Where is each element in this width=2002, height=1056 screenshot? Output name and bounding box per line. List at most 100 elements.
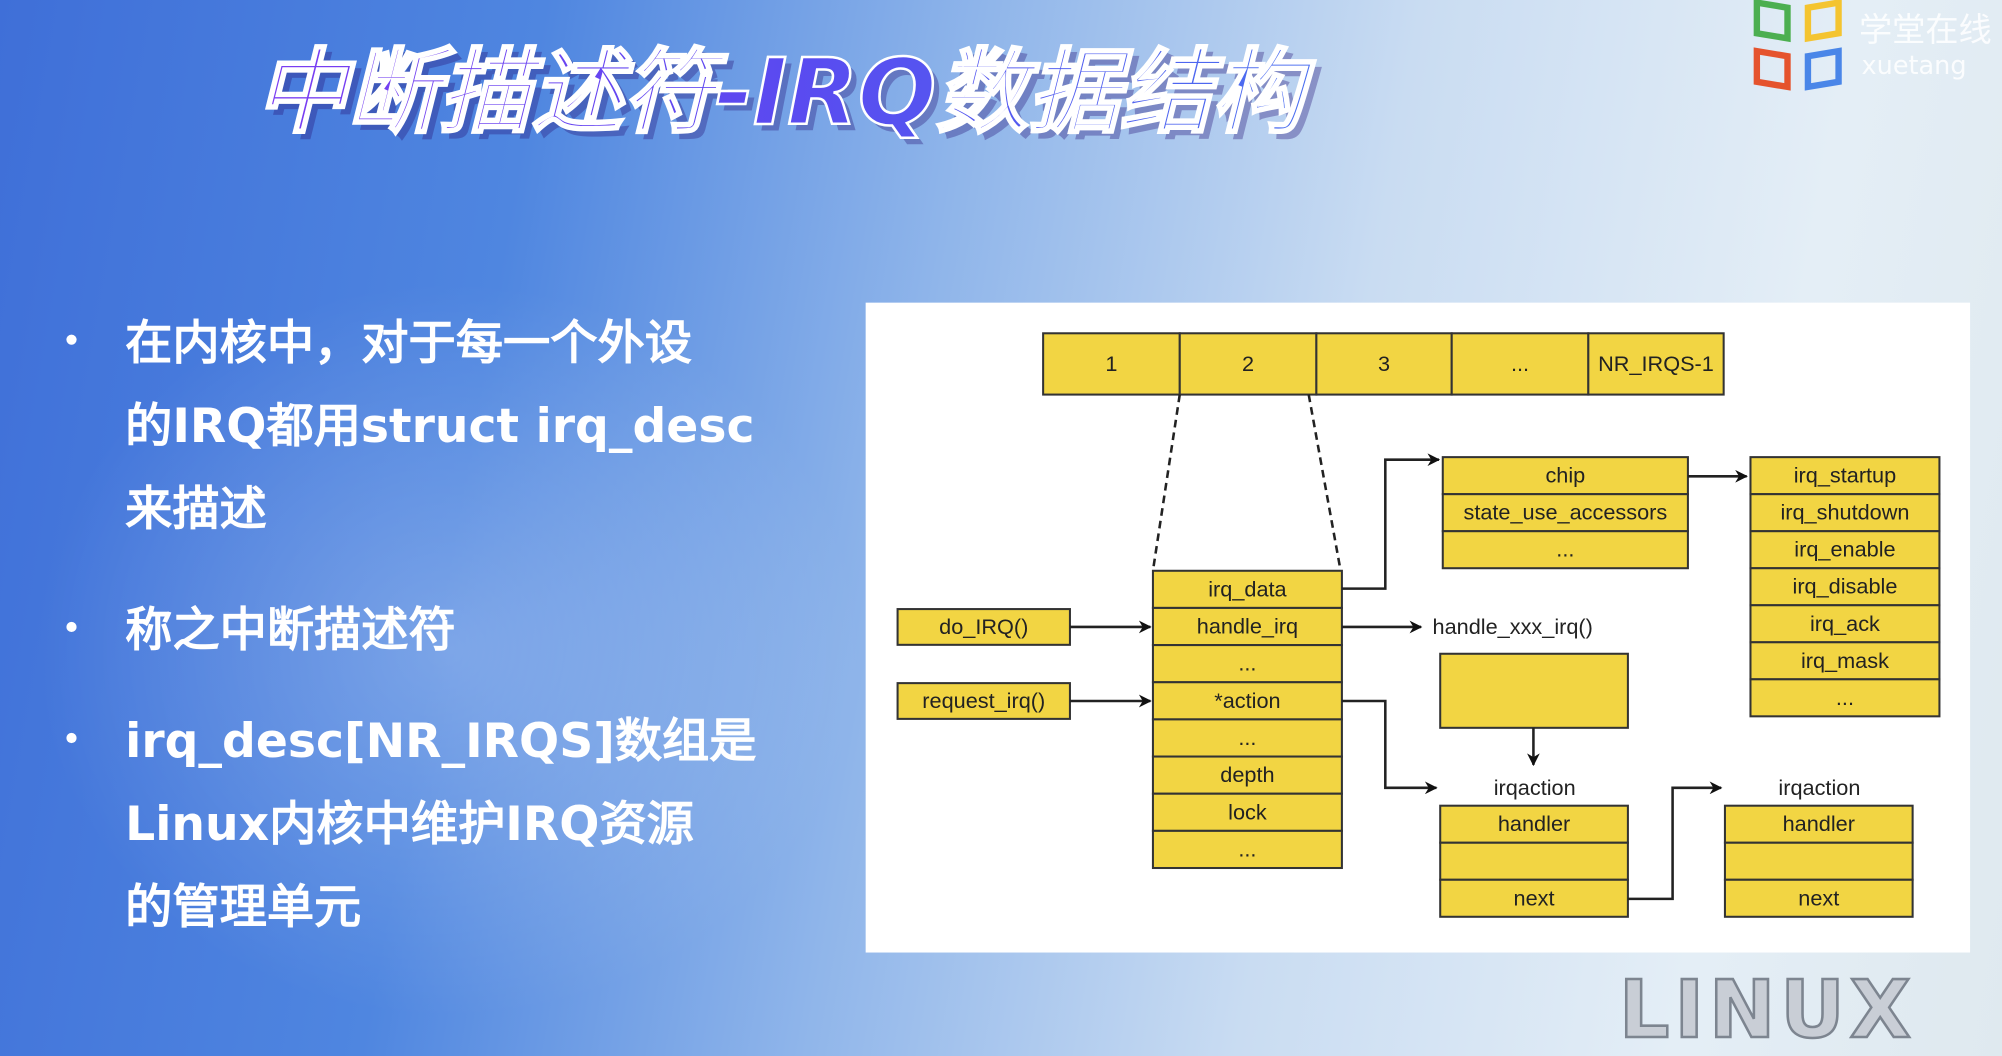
- irqaction-label: irqaction: [1494, 775, 1576, 800]
- background-glow: [0, 250, 900, 1050]
- page-title: 中断描述符-IRQ数据结构: [255, 39, 1315, 146]
- bullet-text: 在内核中，对于每一个外设: [125, 316, 692, 371]
- bullet-dot: [66, 334, 77, 345]
- irq-chip-op-label: irq_ack: [1810, 611, 1880, 636]
- irq-data-field-box: [1441, 530, 1689, 570]
- xuetang-logo: 学堂在线 xuetang: [1753, 0, 1992, 91]
- bullet-text: 来描述: [125, 482, 267, 537]
- irq-desc-field-box: [1151, 792, 1343, 832]
- bullet-dot: [66, 621, 77, 633]
- bullet-text: Linux内核中维护IRQ资源: [125, 797, 694, 852]
- irqaction-field: handler: [1439, 804, 1629, 844]
- irq-chip-op-label: irq_startup: [1794, 463, 1896, 488]
- irq-data-field: state_use_accessors: [1441, 493, 1689, 533]
- linux-watermark: LINUX: [1619, 964, 1916, 1056]
- irq-array-cell: 3: [1315, 332, 1453, 396]
- request-irq-caller-label: request_irq(): [922, 688, 1045, 713]
- irqaction-field: next: [1439, 878, 1629, 918]
- irq-data-field-label: ...: [1556, 537, 1574, 562]
- irq-desc-field-label: ...: [1238, 836, 1256, 861]
- irq-chip-op-label: irq_shutdown: [1780, 500, 1909, 525]
- irqaction-field: [1439, 841, 1629, 881]
- irq-data-field-box: [1441, 456, 1689, 496]
- irqaction-field-label: handler: [1783, 811, 1855, 836]
- irq-array-cell: 1: [1042, 332, 1181, 396]
- irq-array-cell-label: NR_IRQS-1: [1598, 351, 1714, 376]
- irqaction-label: irqaction: [1778, 775, 1860, 800]
- irq-desc-field-box: [1151, 829, 1343, 870]
- irq-desc-field: lock: [1151, 792, 1343, 832]
- irq-desc-field-label: lock: [1228, 799, 1267, 824]
- irqaction-field: handler: [1723, 804, 1914, 844]
- irq-chip-op-box: [1749, 678, 1941, 718]
- irqaction-field-box: [1439, 878, 1629, 918]
- irqaction-field-label: next: [1798, 885, 1839, 910]
- irqaction-field-box: [1723, 804, 1914, 844]
- bullet-dot: [66, 732, 77, 744]
- logo-name: 学堂在线: [1859, 10, 1992, 49]
- irq-chip-op: ...: [1749, 678, 1941, 718]
- do-irq-caller: do_IRQ(): [896, 608, 1071, 646]
- irq-array-cell-label: 2: [1242, 351, 1254, 376]
- irq-data-field-box: [1441, 493, 1689, 533]
- irq-data-field: ...: [1441, 530, 1689, 570]
- logo-sub: xuetang: [1862, 51, 1967, 81]
- irqaction-field-box: [1723, 841, 1914, 881]
- irqaction-field: [1723, 841, 1914, 881]
- irq-chip-op: irq_disable: [1749, 567, 1941, 607]
- irq-desc-field-label: ...: [1238, 725, 1256, 750]
- irq-array-cell-label: 3: [1378, 351, 1390, 376]
- arrow-next: [1627, 781, 1723, 901]
- bullet-text: 称之中断描述符: [125, 603, 456, 658]
- irqaction-field-box: [1439, 841, 1629, 881]
- irq-desc-field-label: *action: [1214, 688, 1280, 713]
- irqaction-field-label: next: [1514, 885, 1555, 910]
- arrow-action: [1341, 699, 1438, 795]
- irq-chip-op-label: ...: [1836, 685, 1854, 710]
- request-irq-caller: request_irq(): [896, 682, 1071, 720]
- irq-array-cell: NR_IRQS-1: [1587, 332, 1725, 396]
- request-irq-caller-box: [896, 682, 1071, 720]
- irq-desc-field-box: [1151, 718, 1343, 758]
- irq-chip-op: irq_startup: [1749, 456, 1941, 496]
- irq-array-cell-box: [1587, 332, 1725, 396]
- handler-block-box: [1439, 652, 1629, 729]
- dashed-connector: [1151, 394, 1182, 571]
- irq-array-cell: ...: [1450, 332, 1590, 396]
- irq-array-cell-label: 1: [1105, 351, 1117, 376]
- arrow-irq-data: [1341, 453, 1441, 590]
- logo-icon: [1753, 0, 1842, 91]
- irq-desc-field: ...: [1151, 829, 1343, 870]
- handler-block: [1439, 652, 1629, 729]
- irq-diagram: 1 2 3... NR_IRQS-1 irq_data handle_irq... *act…: [896, 332, 1941, 918]
- irq-desc-field: ...: [1151, 644, 1343, 684]
- irqaction-field-label: handler: [1498, 811, 1570, 836]
- do-irq-caller-label: do_IRQ(): [939, 614, 1028, 639]
- irq-desc-field: depth: [1151, 755, 1343, 795]
- irq-desc-field: *action: [1151, 681, 1343, 721]
- irq-desc-field-label: depth: [1220, 762, 1274, 787]
- bullet-text: 的管理单元: [125, 880, 361, 935]
- irq-desc-field: handle_irq: [1151, 606, 1343, 647]
- irqaction-field-box: [1723, 878, 1914, 918]
- dashed-connector: [1307, 394, 1342, 571]
- irq-array-cell-box: [1178, 332, 1318, 396]
- irq-chip-op: irq_shutdown: [1749, 493, 1941, 533]
- irq-desc-field: irq_data: [1151, 569, 1343, 609]
- irqaction-field: next: [1723, 878, 1914, 918]
- irq-desc-field: ...: [1151, 718, 1343, 758]
- irqaction-field-box: [1439, 804, 1629, 844]
- irq-chip-op-box: [1749, 567, 1941, 607]
- irq-data-field-label: state_use_accessors: [1463, 500, 1667, 525]
- irq-desc-field-label: handle_irq: [1197, 614, 1298, 639]
- irq-desc-field-label: irq_data: [1208, 576, 1287, 601]
- irq-data-field-label: chip: [1545, 463, 1585, 488]
- bullet-text: 的IRQ都用struct irq_desc: [125, 399, 754, 454]
- bullet-text: irq_desc[NR_IRQS]数组是: [125, 714, 756, 769]
- irq-array-cell: 2: [1178, 332, 1318, 396]
- irq-desc-field-box: [1151, 755, 1343, 795]
- irq-array-cell-label: ...: [1511, 351, 1529, 376]
- irq-desc-field-label: ...: [1238, 651, 1256, 676]
